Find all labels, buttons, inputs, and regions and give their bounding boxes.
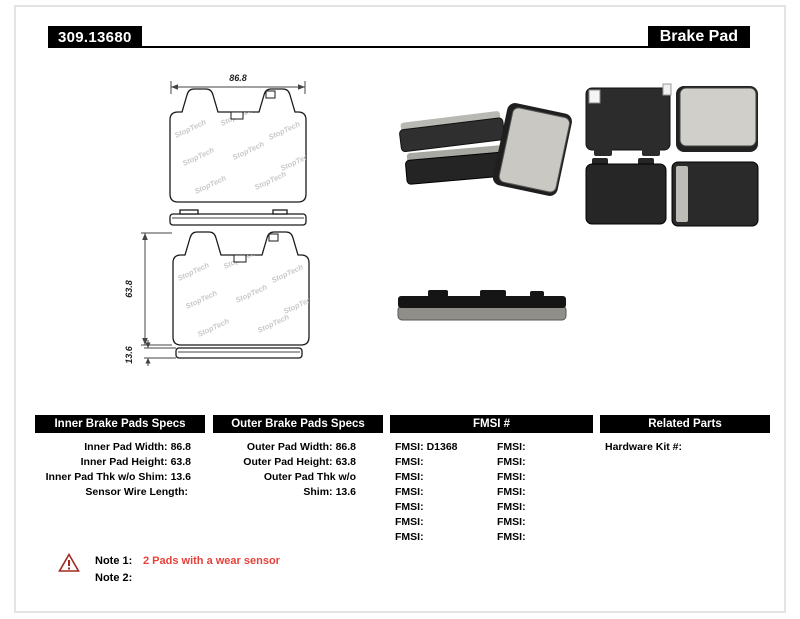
- spec-label: Outer Pad Thk w/o Shim:: [263, 471, 356, 498]
- wear-sensor-clip: [265, 90, 276, 99]
- fmsi-label: FMSI:: [395, 516, 424, 528]
- thickness-dim-label: 13.6: [124, 345, 134, 364]
- fmsi-row: FMSI:: [497, 530, 593, 545]
- fmsi-label: FMSI:: [497, 501, 526, 513]
- brake-pad-photo-angled: [492, 103, 572, 196]
- fmsi-label: FMSI:: [395, 531, 424, 543]
- note1-label: Note 1:: [95, 555, 133, 567]
- fmsi-label: FMSI:: [497, 471, 526, 483]
- related-parts-header: Related Parts: [600, 415, 770, 433]
- width-dim-label: 86.8: [229, 73, 247, 83]
- spec-row: Outer Pad Thk w/o Shim:13.6: [213, 470, 356, 500]
- spec-row: Outer Pad Height:63.8: [213, 455, 356, 470]
- height-dim-label: 63.8: [124, 280, 134, 298]
- spec-label: Sensor Wire Length:: [85, 486, 188, 498]
- part-number: 309.13680: [48, 26, 142, 48]
- backing-plate-bottom-right: [671, 161, 759, 227]
- label-tag-small: [662, 83, 672, 96]
- fmsi-row: FMSI:: [395, 515, 495, 530]
- backing-plate-bottom-left: [585, 158, 667, 225]
- spec-value: 86.8: [170, 441, 191, 453]
- spec-row: Sensor Wire Length:: [35, 485, 191, 500]
- fmsi-row: FMSI:: [395, 455, 495, 470]
- spec-label: Inner Pad Width:: [84, 441, 168, 453]
- spec-label: Hardware Kit #:: [605, 441, 683, 453]
- thickness-dimension: 13.6: [124, 340, 176, 366]
- fmsi-row: FMSI:: [497, 515, 593, 530]
- spec-row: Outer Pad Width:86.8: [213, 440, 356, 455]
- fmsi-label: FMSI:: [497, 516, 526, 528]
- spec-row: Inner Pad Thk w/o Shim:13.6: [35, 470, 191, 485]
- outer-specs-list: Outer Pad Width:86.8 Outer Pad Height:63…: [213, 440, 356, 500]
- inner-specs-list: Inner Pad Width:86.8 Inner Pad Height:63…: [35, 440, 191, 500]
- fmsi-row: FMSI:: [497, 470, 593, 485]
- fmsi-row: FMSI:D1368: [395, 440, 495, 455]
- inner-specs-header: Inner Brake Pads Specs: [35, 415, 205, 433]
- warning-icon: [58, 553, 80, 572]
- fmsi-label: FMSI:: [395, 471, 424, 483]
- backing-plate-top-left: [585, 83, 672, 156]
- friction-face-top-right: [676, 86, 758, 152]
- spec-label: Outer Pad Width:: [246, 441, 333, 453]
- fmsi-row: FMSI:: [497, 440, 593, 455]
- fmsi-header: FMSI #: [390, 415, 593, 433]
- fmsi-label: FMSI:: [497, 486, 526, 498]
- width-dimension: 86.8: [170, 73, 306, 94]
- product-photos: [397, 83, 759, 321]
- spec-row: Inner Pad Width:86.8: [35, 440, 191, 455]
- pad-side-view-2: [175, 347, 303, 359]
- note1-text: 2 Pads with a wear sensor: [143, 555, 280, 567]
- pad-front-view-1: StopTech StopTech StopTech StopTech Stop…: [169, 88, 307, 203]
- fmsi-label: FMSI:: [395, 501, 424, 513]
- fmsi-row: FMSI:: [395, 500, 495, 515]
- page-header: 309.13680 Brake Pad: [48, 26, 750, 48]
- spec-value: 63.8: [170, 456, 191, 468]
- fmsi-label: FMSI:: [395, 486, 424, 498]
- height-dimension: 63.8: [124, 232, 172, 346]
- pad-front-view-2: [173, 232, 317, 345]
- brake-pad-photo-stack: [399, 111, 516, 185]
- fmsi-row: FMSI:: [497, 500, 593, 515]
- note2-label: Note 2:: [95, 572, 133, 584]
- fmsi-row: FMSI:: [395, 470, 495, 485]
- technical-drawing: 86.8 StopTech StopTech StopTech StopTech…: [124, 73, 328, 366]
- spec-value: 13.6: [335, 486, 356, 498]
- fmsi-label: FMSI:: [395, 441, 424, 453]
- fmsi-list-1: FMSI:D1368 FMSI: FMSI: FMSI: FMSI: FMSI:…: [395, 440, 495, 545]
- related-parts-list: Hardware Kit #:: [605, 440, 765, 455]
- spec-label: Inner Pad Thk w/o Shim:: [45, 471, 168, 483]
- spec-label: Inner Pad Height:: [80, 456, 168, 468]
- outer-specs-header: Outer Brake Pads Specs: [213, 415, 383, 433]
- fmsi-row: FMSI:: [497, 455, 593, 470]
- fmsi-value: D1368: [426, 441, 458, 453]
- pad-side-view-1: [169, 209, 307, 226]
- fmsi-row: FMSI:: [395, 485, 495, 500]
- fmsi-row: FMSI:: [497, 485, 593, 500]
- spec-row: Inner Pad Height:63.8: [35, 455, 191, 470]
- fmsi-label: FMSI:: [497, 531, 526, 543]
- label-tag: [588, 89, 601, 104]
- fmsi-row: FMSI:: [395, 530, 495, 545]
- fmsi-label: FMSI:: [395, 456, 424, 468]
- spec-value: 13.6: [170, 471, 191, 483]
- fmsi-list-2: FMSI: FMSI: FMSI: FMSI: FMSI: FMSI: FMSI…: [497, 440, 593, 545]
- brake-pad-photo-edge: [397, 290, 567, 321]
- page-title: Brake Pad: [647, 26, 750, 48]
- spec-value: 86.8: [335, 441, 356, 453]
- spec-row: Hardware Kit #:: [605, 440, 765, 455]
- spec-value: 63.8: [335, 456, 356, 468]
- fmsi-label: FMSI:: [497, 441, 526, 453]
- fmsi-label: FMSI:: [497, 456, 526, 468]
- spec-label: Outer Pad Height:: [243, 456, 333, 468]
- brake-pad-photo-set: [585, 83, 759, 227]
- center-notch: [230, 111, 244, 120]
